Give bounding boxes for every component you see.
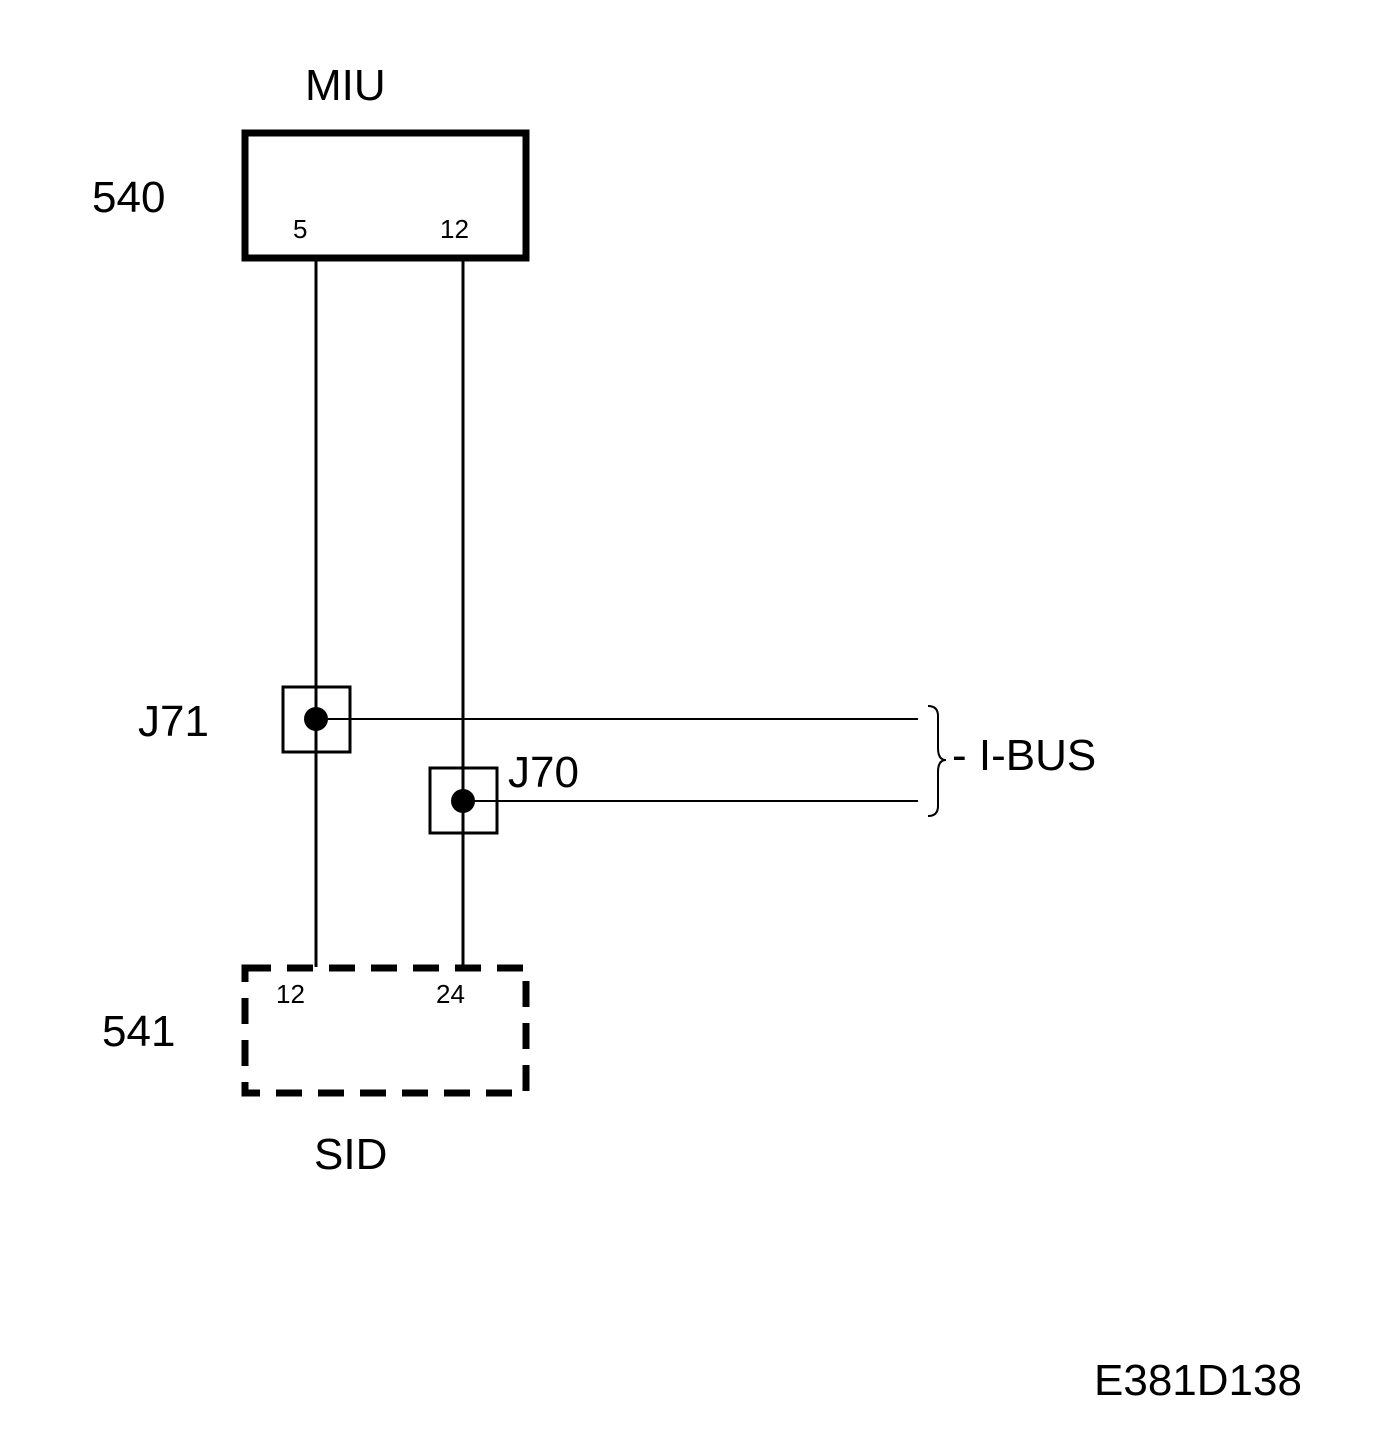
sid-pin-24: 24 xyxy=(436,979,465,1009)
ibus-label: - I-BUS xyxy=(952,731,1096,780)
miu-number: 540 xyxy=(92,173,165,222)
figure-id: E381D138 xyxy=(1094,1356,1302,1405)
sid-number: 541 xyxy=(102,1007,175,1056)
sid-box xyxy=(241,964,530,1097)
sid-pin-12: 12 xyxy=(276,979,305,1009)
junction-j70-dot xyxy=(451,789,475,813)
junction-j71-label: J71 xyxy=(138,697,209,746)
miu-pin-12: 12 xyxy=(440,214,469,244)
junction-j71-dot xyxy=(304,707,328,731)
sid-name: SID xyxy=(314,1130,387,1179)
junction-j70-label: J70 xyxy=(508,748,579,797)
miu-name: MIU xyxy=(305,61,386,110)
miu-pin-5: 5 xyxy=(293,214,307,244)
ibus-brace xyxy=(927,705,947,817)
miu-box xyxy=(241,129,530,262)
